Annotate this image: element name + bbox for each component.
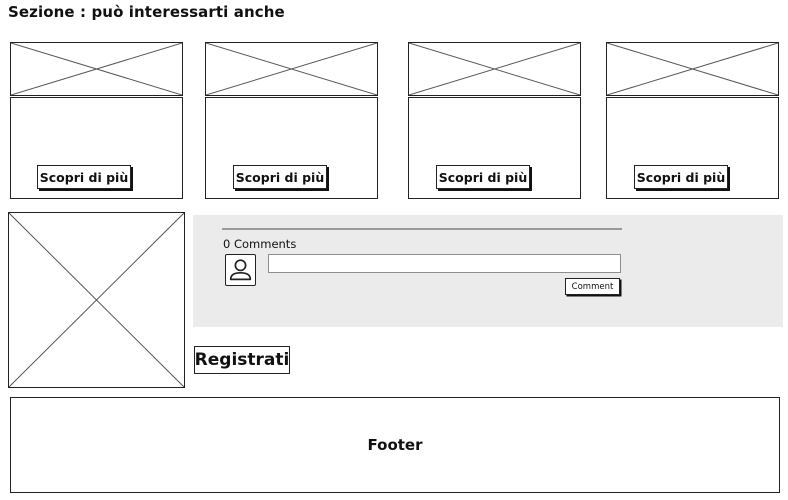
large-image-placeholder	[8, 212, 185, 388]
image-placeholder-icon	[11, 43, 182, 95]
footer-label: Footer	[367, 436, 423, 454]
footer: Footer	[10, 397, 780, 493]
avatar	[225, 254, 256, 286]
image-placeholder-icon	[206, 43, 377, 95]
scopri-di-piu-button[interactable]: Scopri di più	[37, 165, 131, 189]
card-image-placeholder	[10, 42, 183, 96]
comments-count: 0 Comments	[223, 237, 297, 251]
scopri-di-piu-button[interactable]: Scopri di più	[634, 165, 728, 189]
card-image-placeholder	[408, 42, 581, 96]
user-icon	[229, 259, 252, 281]
section-title: Sezione : può interessarti anche	[8, 3, 285, 21]
image-placeholder-icon	[9, 213, 184, 387]
comment-submit-button[interactable]: Comment	[565, 278, 620, 295]
register-button[interactable]: Registrati	[194, 346, 290, 374]
card-image-placeholder	[606, 42, 779, 96]
scopri-di-piu-button[interactable]: Scopri di più	[233, 165, 327, 189]
image-placeholder-icon	[607, 43, 778, 95]
comments-divider	[222, 228, 622, 230]
image-placeholder-icon	[409, 43, 580, 95]
card-image-placeholder	[205, 42, 378, 96]
scopri-di-piu-button[interactable]: Scopri di più	[436, 165, 530, 189]
comment-input[interactable]	[268, 254, 621, 273]
